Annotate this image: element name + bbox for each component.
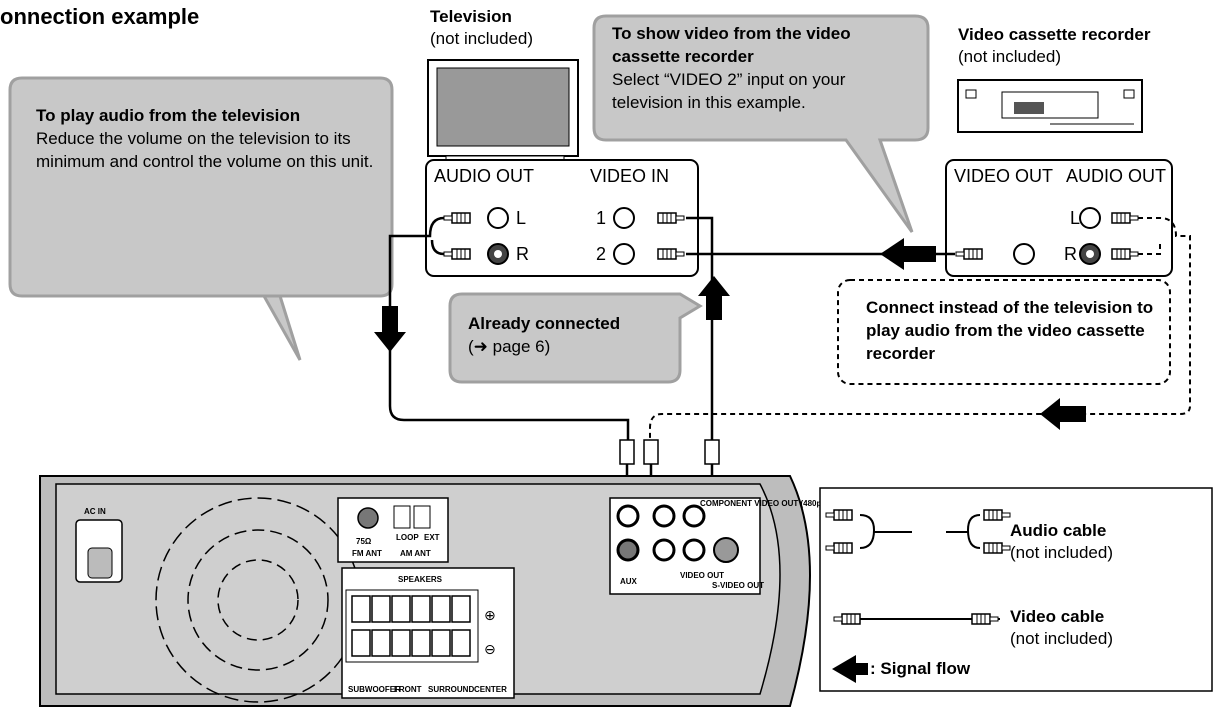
legend-video-title: Video cable: [1010, 607, 1105, 626]
callout-video-vcr: To show video from the video cassette re…: [612, 22, 917, 114]
callout-already-body: (➜ page 6): [468, 337, 551, 356]
television-illustration: [427, 59, 579, 165]
television-note: (not included): [430, 29, 534, 48]
legend-video: Video cable (not included): [1010, 606, 1113, 650]
unit-ext-label: EXT: [424, 533, 440, 542]
unit-ac-in-label: AC IN: [84, 507, 106, 516]
callout-instead: Connect instead of the television to pla…: [866, 298, 1154, 363]
vcr-l-label: L: [1070, 208, 1081, 228]
unit-fm-ant-label: FM ANT: [352, 549, 382, 558]
unit-plus-label: ⊕: [484, 608, 496, 624]
callout-video-vcr-bubble: [592, 14, 930, 233]
signal-arrow-down: [374, 306, 406, 352]
callout-audio-tv-body: Reduce the volume on the television to i…: [36, 129, 374, 171]
vcr-audio-out-label: AUDIO OUT: [1066, 166, 1167, 186]
callout-video-vcr-title: To show video from the video cassette re…: [612, 24, 851, 66]
signal-arrow-up: [698, 276, 730, 320]
legend-audio-note: (not included): [1010, 543, 1114, 562]
unit-speakers-label: SPEAKERS: [398, 575, 443, 584]
unit-component-label: COMPONENT VIDEO OUT (480p/480i): [700, 499, 842, 508]
signal-arrow-left-video: [880, 238, 936, 270]
legend-audio-title: Audio cable: [1010, 521, 1107, 540]
tv-in2-label: 2: [596, 244, 607, 264]
vcr-video-out-label: VIDEO OUT: [954, 166, 1054, 186]
unit-front-label: FRONT: [394, 685, 422, 694]
legend-video-note: (not included): [1010, 629, 1114, 648]
television-title: Television: [430, 7, 512, 26]
signal-arrow-left-audio: [1040, 398, 1086, 430]
vcr-note: (not included): [958, 47, 1062, 66]
legend-box: [819, 487, 1213, 692]
unit-minus-label: ⊖: [484, 642, 496, 658]
vcr-r-label: R: [1064, 244, 1077, 264]
unit-loop-label: LOOP: [396, 533, 419, 542]
callout-already-bubble: [448, 292, 703, 384]
callout-already-title: Already connected: [468, 314, 621, 333]
legend-audio-cable-drawing: [859, 514, 981, 549]
callout-video-vcr-body: Select “VIDEO 2” input on your televisio…: [612, 70, 846, 112]
unit-am-ant-label: AM ANT: [400, 549, 431, 558]
tv-r-label: R: [516, 244, 529, 264]
unit-fm-ohm-label: 75Ω: [356, 537, 372, 546]
vcr-connection-panel: [945, 159, 1173, 277]
unit-aux-label: AUX: [620, 577, 638, 586]
callout-audio-tv-title: To play audio from the television: [36, 106, 301, 125]
main-unit-rear-panel: AC IN 75Ω FM ANT LOOP EXT AM ANT SPEAKER…: [39, 475, 842, 707]
unit-s-video-out-label: S-VIDEO OUT: [712, 581, 764, 590]
vcr-title: Video cassette recorder: [958, 25, 1151, 44]
legend-audio: Audio cable (not included): [1010, 520, 1113, 564]
vcr-illustration: [957, 79, 1143, 133]
page-heading: onnection example: [0, 4, 200, 29]
television-label: Television (not included): [430, 6, 533, 50]
tv-in1-label: 1: [596, 208, 607, 228]
unit-subwoofer-label: SUBWOOFER: [348, 685, 401, 694]
tv-audio-out-label: AUDIO OUT: [434, 166, 535, 186]
unit-video-out-label: VIDEO OUT: [680, 571, 724, 580]
tv-video-in-label: VIDEO IN: [590, 166, 670, 186]
unit-center-label: CENTER: [474, 685, 507, 694]
callout-instead-bubble: [837, 279, 1171, 385]
legend-signal-arrow: [832, 655, 868, 683]
legend-signal: : Signal flow: [870, 659, 971, 678]
unit-surround-label: SURROUND: [428, 685, 474, 694]
callout-already: Already connected (➜ page 6): [468, 312, 668, 358]
tv-l-label: L: [516, 208, 527, 228]
vcr-label: Video cassette recorder (not included): [958, 24, 1150, 68]
callout-audio-tv: To play audio from the television Reduce…: [36, 104, 386, 173]
